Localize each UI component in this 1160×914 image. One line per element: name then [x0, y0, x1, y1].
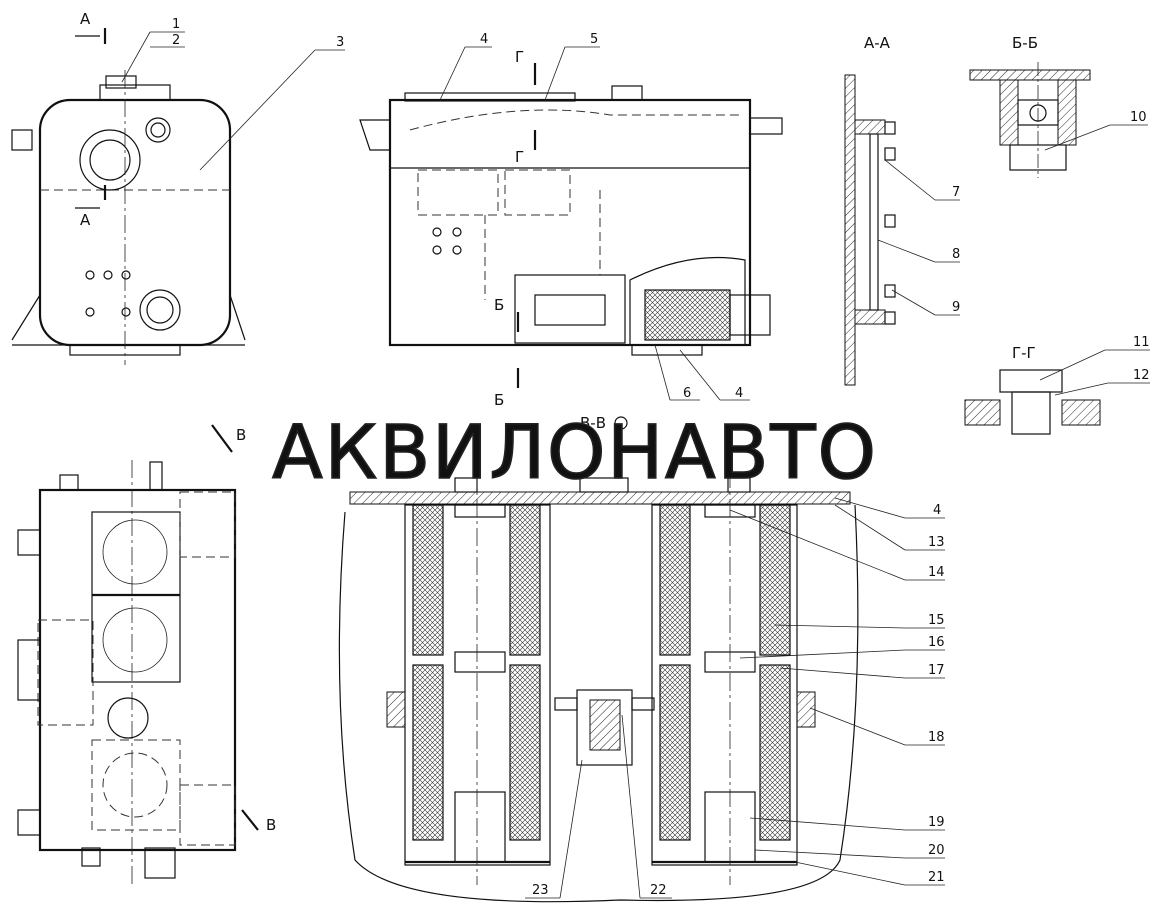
section-label-a-a: А-А	[864, 34, 891, 52]
callout-3: 3	[336, 35, 344, 50]
tank-top-view: В В	[17, 424, 276, 885]
cut-mark-v-bottom: В	[266, 816, 276, 834]
section-label-b-b: Б-Б	[1012, 34, 1038, 52]
callout-22: 22	[650, 883, 667, 898]
cut-mark-v-top: В	[236, 426, 246, 444]
section-a-a: А-А 7 8 9	[844, 34, 960, 386]
callout-13: 13	[928, 535, 945, 550]
callout-1: 1	[172, 17, 180, 32]
section-label-v-v: В-В	[580, 414, 606, 432]
cut-mark-a-bottom: А	[80, 211, 91, 229]
callout-14: 14	[928, 565, 945, 580]
section-b-b: Б-Б 10	[969, 34, 1148, 178]
callout-18: 18	[928, 730, 945, 745]
cut-mark-a-top: А	[80, 10, 91, 28]
callout-23: 23	[532, 883, 549, 898]
callout-7: 7	[952, 185, 960, 200]
section-g-g: Г-Г 11 12	[964, 335, 1150, 435]
cut-mark-g-top: Г	[515, 48, 524, 66]
callout-8: 8	[952, 247, 960, 262]
section-label-g-g: Г-Г	[1012, 344, 1036, 362]
callout-21: 21	[928, 870, 945, 885]
callout-16: 16	[928, 635, 945, 650]
callout-4-bottom: 4	[735, 386, 743, 401]
tank-front-view: Г Г Б Б 4 5 6 4	[359, 32, 783, 409]
tank-side-view: А А 1 2 3	[11, 10, 345, 365]
callout-15: 15	[928, 613, 945, 628]
section-v-v: В-В 4	[338, 414, 945, 903]
callout-6: 6	[683, 386, 691, 401]
callout-4-top: 4	[480, 32, 488, 47]
callout-20: 20	[928, 843, 945, 858]
callout-12: 12	[1133, 368, 1150, 383]
cut-mark-g-bottom: Г	[515, 148, 524, 166]
callout-10: 10	[1130, 110, 1147, 125]
callout-4-right: 4	[933, 503, 941, 518]
callout-11: 11	[1133, 335, 1150, 350]
watermark: АКВИЛОНАВТО	[272, 410, 878, 496]
callout-9: 9	[952, 300, 960, 315]
callout-17: 17	[928, 663, 945, 678]
cut-mark-b-top: Б	[494, 296, 504, 314]
callout-5: 5	[590, 32, 598, 47]
cut-mark-b-bottom: Б	[494, 391, 504, 409]
callout-2: 2	[172, 33, 180, 48]
callout-19: 19	[928, 815, 945, 830]
